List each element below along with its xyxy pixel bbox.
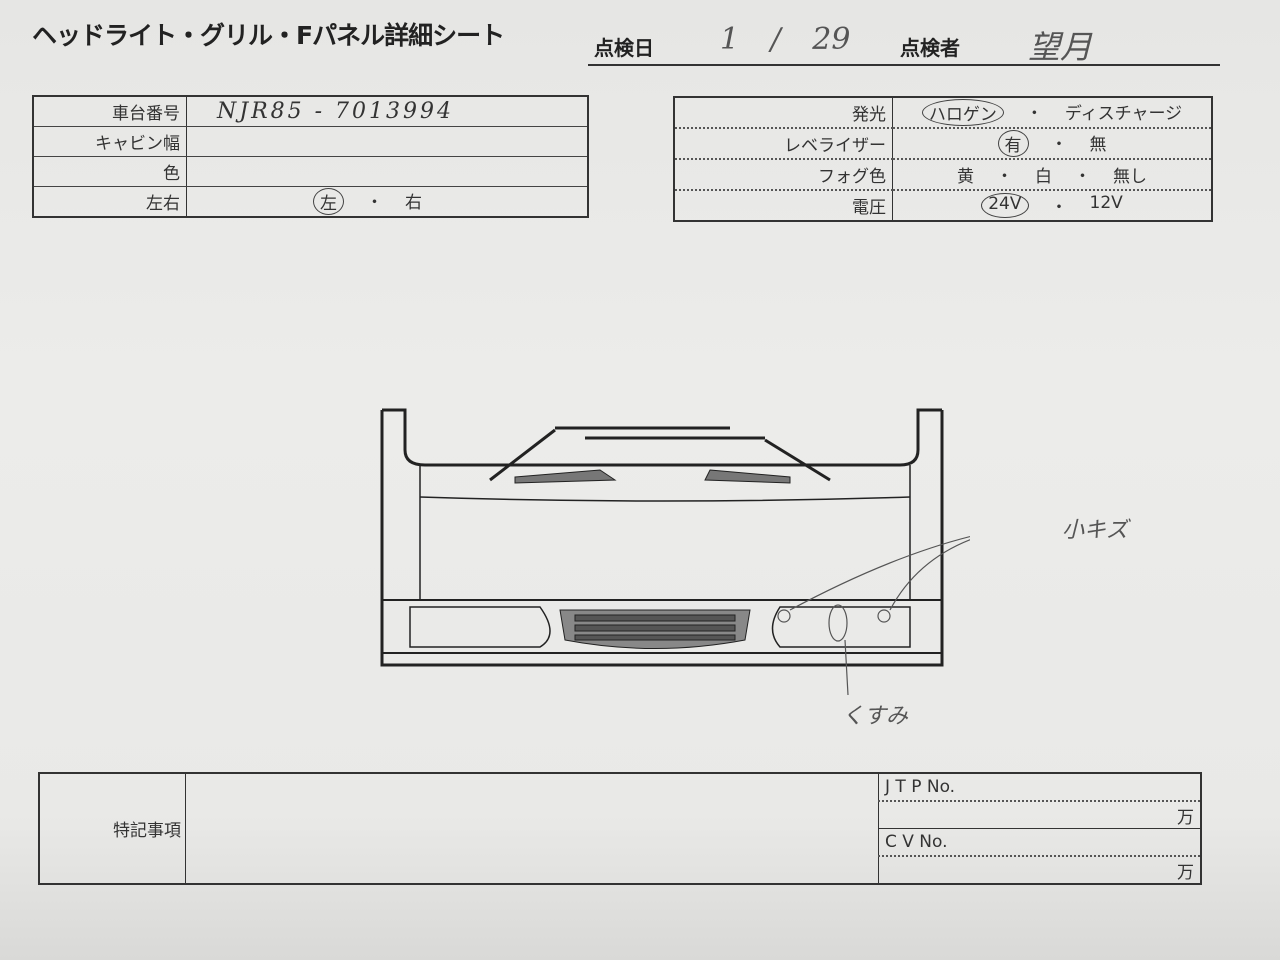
voltage-label: 電圧 [674,190,893,221]
inspector-value[interactable]: 望月 [1028,28,1093,66]
lamp-spec-table: 発光 ハロゲン・ディスチャージ レベライザー 有・無 フォグ色 黄・白・無し 電… [673,96,1213,222]
table-row: 発光 ハロゲン・ディスチャージ [674,97,1212,129]
cv-label: C V No. [878,828,1202,857]
fog-option-yellow[interactable]: 黄 [957,167,974,187]
leveler-label: レベライザー [674,128,893,160]
annotation-scratch: 小キズ [1062,518,1129,543]
remarks-label: 特記事項 [38,772,186,885]
fog-option-none[interactable]: 無し [1113,167,1147,187]
left-headlight [409,606,551,648]
table-row: 車台番号 NJR85 - 7013994 [33,96,588,127]
voltage-option-12v[interactable]: 12V [1089,193,1123,213]
remarks-table: 特記事項 J T P No. 万 C V No. 万 [38,772,1202,885]
cab-outline [380,410,944,667]
jtp-unit: 万 [1177,807,1194,828]
date-label: 点検日 [594,36,654,60]
annotation-dullness: くすみ [842,704,909,729]
table-row: 色 [33,156,588,187]
color-label: 色 [33,156,187,187]
remarks-field[interactable] [185,772,879,885]
chassis-number-label: 車台番号 [33,96,187,127]
fog-option-white[interactable]: 白 [1035,167,1052,187]
inspector-label: 点検者 [900,36,960,60]
chassis-number-value[interactable]: NJR85 - 7013994 [186,96,588,127]
cv-unit: 万 [1177,862,1194,883]
table-row: 電圧 24V・12V [674,190,1212,221]
truck-front-diagram [380,408,970,696]
emission-label: 発光 [674,97,893,129]
wiper-icon [489,426,831,482]
cv-field[interactable]: 万 [878,855,1202,885]
vehicle-info-table: 車台番号 NJR85 - 7013994 キャビン幅 色 左右 左・ 右 [32,95,589,218]
side-option-right[interactable]: 右 [405,193,422,213]
fog-color-label: フォグ色 [674,159,893,191]
jtp-label: J T P No. [878,772,1202,802]
leveler-option-no[interactable]: 無 [1089,135,1107,155]
leveler-option-yes[interactable]: 有 [997,130,1029,157]
table-row: キャビン幅 [33,126,588,157]
voltage-option-24v[interactable]: 24V [981,193,1029,218]
jtp-field[interactable]: 万 [878,800,1202,829]
date-value[interactable]: 1 / 29 [720,22,851,57]
header-underline [588,64,1220,66]
table-row: レベライザー 有・無 [674,128,1212,160]
color-value[interactable] [186,156,588,187]
right-headlight [771,606,911,648]
emission-option-discharge[interactable]: ディスチャージ [1064,104,1183,124]
side-label: 左右 [33,186,187,217]
side-option-left[interactable]: 左 [313,188,344,215]
grille [559,609,751,649]
cabin-width-label: キャビン幅 [33,126,187,157]
emission-option-halogen[interactable]: ハロゲン [921,99,1004,126]
table-row: 左右 左・ 右 [33,186,588,217]
sheet-title: ヘッドライト・グリル・Fパネル詳細シート [32,21,505,50]
table-row: フォグ色 黄・白・無し [674,159,1212,191]
cabin-width-value[interactable] [186,126,588,157]
